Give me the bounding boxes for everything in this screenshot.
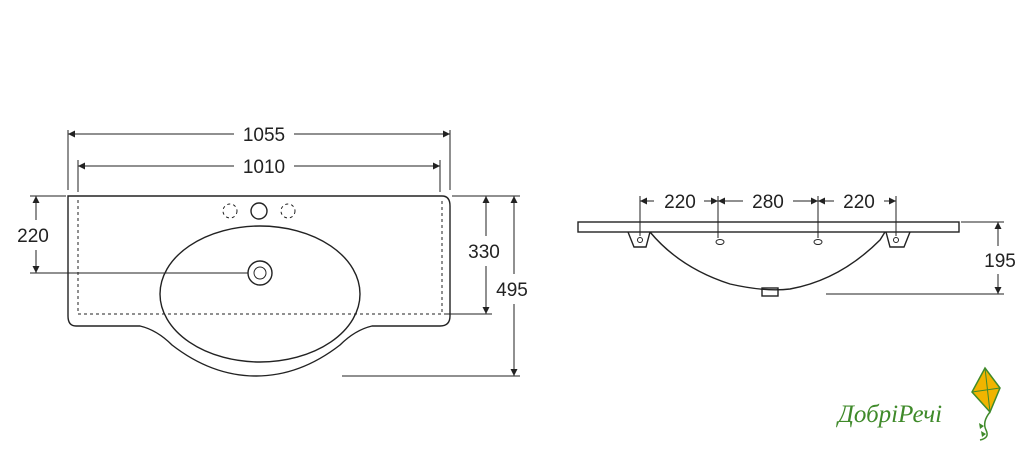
bracket-left (627, 231, 651, 248)
dim-inner-width: 1010 (243, 157, 285, 178)
inner-dashed-outline (77, 200, 443, 315)
drain-inner (253, 266, 267, 280)
dim-bowl-depth: 330 (468, 242, 500, 263)
bracket-right (885, 231, 911, 248)
logo-text: ДобріРечі (836, 401, 942, 428)
dim-tap-offset: 220 (17, 226, 49, 247)
dim-side-height: 195 (984, 251, 1016, 272)
dim-overall-depth: 495 (496, 280, 528, 301)
top-view: 1055 1010 220 330 495 (17, 125, 528, 377)
brand-logo: ДобріРечі (836, 366, 1001, 441)
side-hole-left (715, 239, 725, 245)
tap-hole-center (250, 202, 268, 220)
drain-outer (247, 260, 273, 286)
side-hole-right (813, 239, 823, 245)
dim-side-right: 220 (843, 192, 875, 213)
bowl-ellipse (159, 225, 361, 363)
dim-side-middle: 280 (752, 192, 784, 213)
countertop-slab (577, 221, 960, 233)
tap-hole-right (280, 203, 296, 219)
side-view: 220 280 220 195 (577, 192, 1016, 297)
dim-side-left: 220 (664, 192, 696, 213)
basin-body (649, 231, 886, 291)
kite-icon (971, 366, 1001, 441)
tap-hole-left (222, 203, 238, 219)
drain-stub (761, 287, 779, 297)
basin-outline (67, 195, 451, 377)
dim-overall-width: 1055 (243, 125, 285, 146)
